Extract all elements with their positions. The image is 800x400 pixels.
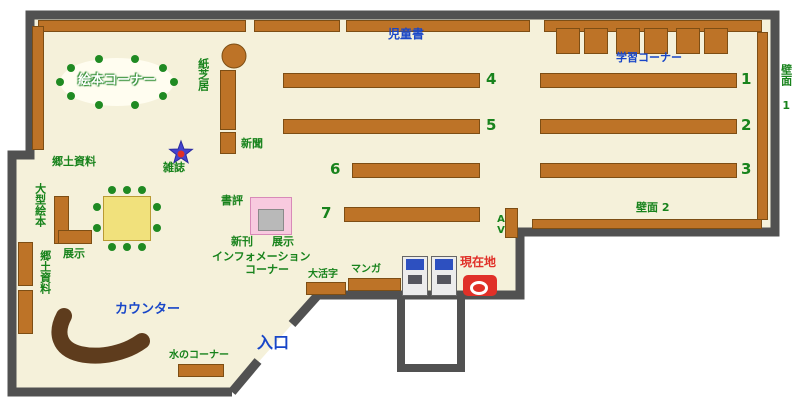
current-location-marker [463, 275, 497, 296]
kamishibai-shelf [220, 70, 236, 130]
label-wall-1: 壁面 1 [779, 64, 793, 112]
study-desk [644, 28, 668, 54]
label-exhibit-2: 展示 [272, 235, 294, 248]
label-exhibit-1: 展示 [63, 247, 85, 260]
label-large-picture-books: 大型絵本 [33, 183, 47, 227]
study-desk [676, 28, 700, 54]
water-corner-shelf [178, 364, 224, 377]
bookshelf-row-3 [540, 163, 737, 178]
top-wall-shelf-3 [346, 20, 530, 32]
shelf-number-3: 3 [741, 160, 752, 178]
bookshelf-row-2 [540, 119, 737, 134]
exhibit-shelf [58, 230, 92, 244]
label-current-location: 現在地 [460, 255, 497, 269]
bookshelf-row-4 [283, 73, 480, 88]
label-children-books: 児童書 [388, 27, 425, 41]
label-new-books: 新刊 [231, 235, 253, 248]
catalog-terminal [402, 256, 428, 296]
label-study-corner: 学習コーナー [616, 51, 682, 64]
label-picture-book-corner: 絵本コーナー [77, 73, 156, 88]
manga-shelf [348, 278, 401, 291]
bookshelf-row-6 [352, 163, 480, 178]
local-materials-shelf-2 [18, 290, 33, 334]
floor-area [12, 15, 775, 392]
terminal-panel [437, 275, 451, 284]
reading-table [103, 196, 151, 241]
label-av: AV [495, 214, 507, 236]
left-wall-shelf [32, 26, 44, 150]
newspaper-shelf [220, 132, 236, 154]
label-local-materials-lower: 郷土資料 [38, 250, 52, 294]
study-desk [556, 28, 580, 54]
catalog-terminal [431, 256, 457, 296]
label-information-line1: インフォメーション [212, 250, 311, 263]
label-counter: カウンター [115, 302, 181, 317]
stool-icons [56, 55, 178, 109]
label-magazine: 雑誌 [163, 161, 185, 174]
bookshelf-row-5 [283, 119, 480, 134]
label-book-review: 書評 [221, 194, 243, 207]
study-desk [584, 28, 608, 54]
star-center-dot [177, 150, 185, 158]
label-newspaper: 新聞 [241, 137, 263, 150]
bookshelf-row-1 [540, 73, 737, 88]
large-print-shelf [306, 282, 346, 295]
shelf-number-1: 1 [741, 70, 752, 88]
display-pedestal [258, 209, 284, 231]
study-desk [616, 28, 640, 54]
terminal-screen [406, 259, 424, 270]
wall-outline [7, 10, 780, 397]
picture-book-oval [60, 58, 174, 106]
shelf-number-6: 6 [330, 160, 341, 178]
label-manga: マンガ [351, 264, 381, 275]
label-kamishibai: 紙芝居 [196, 58, 210, 91]
wall1-shelf [757, 32, 768, 220]
bookshelf-row-7 [344, 207, 480, 222]
shelf-number-4: 4 [486, 70, 497, 88]
shelf-number-2: 2 [741, 116, 752, 134]
vestibule-wall [397, 295, 465, 372]
label-entrance: 入口 [257, 333, 290, 352]
av-shelf [505, 208, 518, 238]
counter-desk [51, 308, 150, 364]
terminal-panel [408, 275, 422, 284]
label-water-corner: 水のコーナー [169, 350, 229, 361]
chair-icons [93, 186, 161, 251]
top-wall-shelf-2 [254, 20, 340, 32]
label-wall-2: 壁面 2 [636, 201, 670, 214]
terminal-screen [435, 259, 453, 270]
round-table [221, 43, 247, 69]
label-local-materials-upper: 郷土資料 [52, 155, 96, 168]
label-information-line2: コーナー [245, 263, 289, 276]
entrance-wall-lower [228, 358, 262, 395]
shelf-number-7: 7 [321, 204, 332, 222]
wall2-shelf [532, 219, 762, 229]
top-wall-shelf-1 [38, 20, 246, 32]
study-desk [704, 28, 728, 54]
local-materials-shelf-1 [18, 242, 33, 286]
shelf-number-5: 5 [486, 116, 497, 134]
entrance-wall-upper [288, 291, 322, 328]
label-large-print: 大活字 [308, 269, 338, 280]
